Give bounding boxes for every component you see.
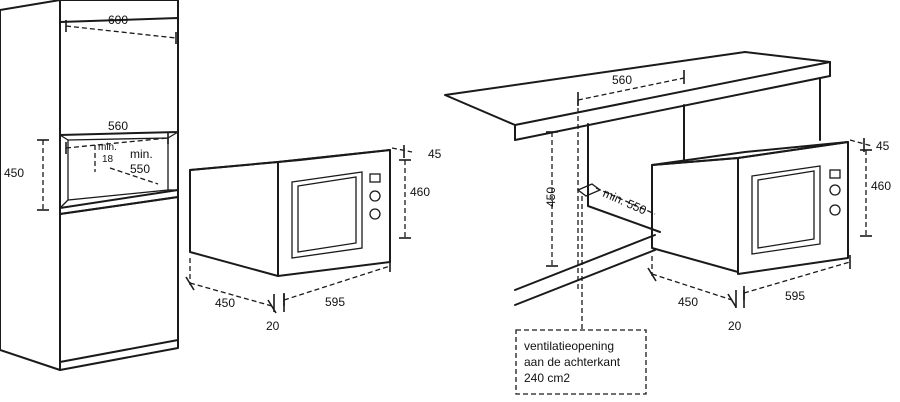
label-oven-offset-right: 45 bbox=[876, 139, 890, 153]
label-oven-width-right: 595 bbox=[785, 289, 805, 303]
dim-niche-height: 450 bbox=[4, 139, 49, 211]
counter-niche bbox=[444, 51, 831, 306]
label-oven-offset-left: 45 bbox=[428, 147, 442, 161]
dim-oven-height-left: 460 bbox=[399, 159, 430, 239]
dim-cabinet-width: 600 bbox=[65, 13, 177, 44]
label-oven-height-right: 460 bbox=[871, 179, 891, 193]
note-line-2: aan de achterkant bbox=[524, 355, 621, 369]
dim-oven-depth-right: 450 bbox=[647, 256, 737, 309]
oven-right bbox=[651, 141, 849, 275]
label-min-depth-prefix: min. bbox=[130, 147, 153, 161]
label-niche-height-right: 450 bbox=[544, 187, 558, 207]
dim-frame-offset-right: 20 bbox=[728, 290, 745, 333]
dim-frame-offset-left: 20 bbox=[266, 294, 285, 333]
label-niche-width-right: 560 bbox=[612, 73, 632, 87]
label-min-depth-value: 550 bbox=[130, 162, 150, 176]
ventilation-note: ventilatieopening aan de achterkant 240 … bbox=[515, 329, 647, 395]
dim-min-gap: min. 18 bbox=[94, 142, 117, 172]
dim-niche-width: 560 bbox=[65, 119, 169, 154]
label-min-gap-prefix: min. bbox=[98, 142, 117, 153]
dim-oven-height-right: 460 bbox=[860, 149, 891, 237]
label-oven-depth-left: 450 bbox=[215, 296, 235, 310]
label-frame-offset-left: 20 bbox=[266, 319, 280, 333]
label-niche-width: 560 bbox=[108, 119, 128, 133]
label-oven-depth-right: 450 bbox=[678, 295, 698, 309]
oven-left bbox=[189, 149, 391, 277]
dim-niche-height-right: 450 bbox=[544, 131, 558, 267]
dim-oven-offset-right: 45 bbox=[849, 138, 890, 153]
note-line-3: 240 cm2 bbox=[524, 371, 570, 385]
dim-oven-width-left: 595 bbox=[283, 259, 391, 309]
label-min-gap-value: 18 bbox=[102, 154, 114, 165]
label-oven-width-left: 595 bbox=[325, 295, 345, 309]
label-niche-height: 450 bbox=[4, 166, 24, 180]
label-frame-offset-right: 20 bbox=[728, 319, 742, 333]
dim-oven-offset-left: 45 bbox=[391, 145, 442, 161]
dim-min-depth: min. 550 bbox=[109, 147, 159, 185]
dim-oven-width-right: 595 bbox=[743, 255, 851, 303]
label-oven-height-left: 460 bbox=[410, 185, 430, 199]
dim-oven-depth-left: 450 bbox=[185, 258, 277, 314]
note-line-1: ventilatieopening bbox=[524, 339, 614, 353]
dim-niche-width-right: 560 bbox=[577, 70, 685, 290]
label-cabinet-width: 600 bbox=[108, 13, 128, 27]
column-cabinet bbox=[0, 0, 179, 371]
